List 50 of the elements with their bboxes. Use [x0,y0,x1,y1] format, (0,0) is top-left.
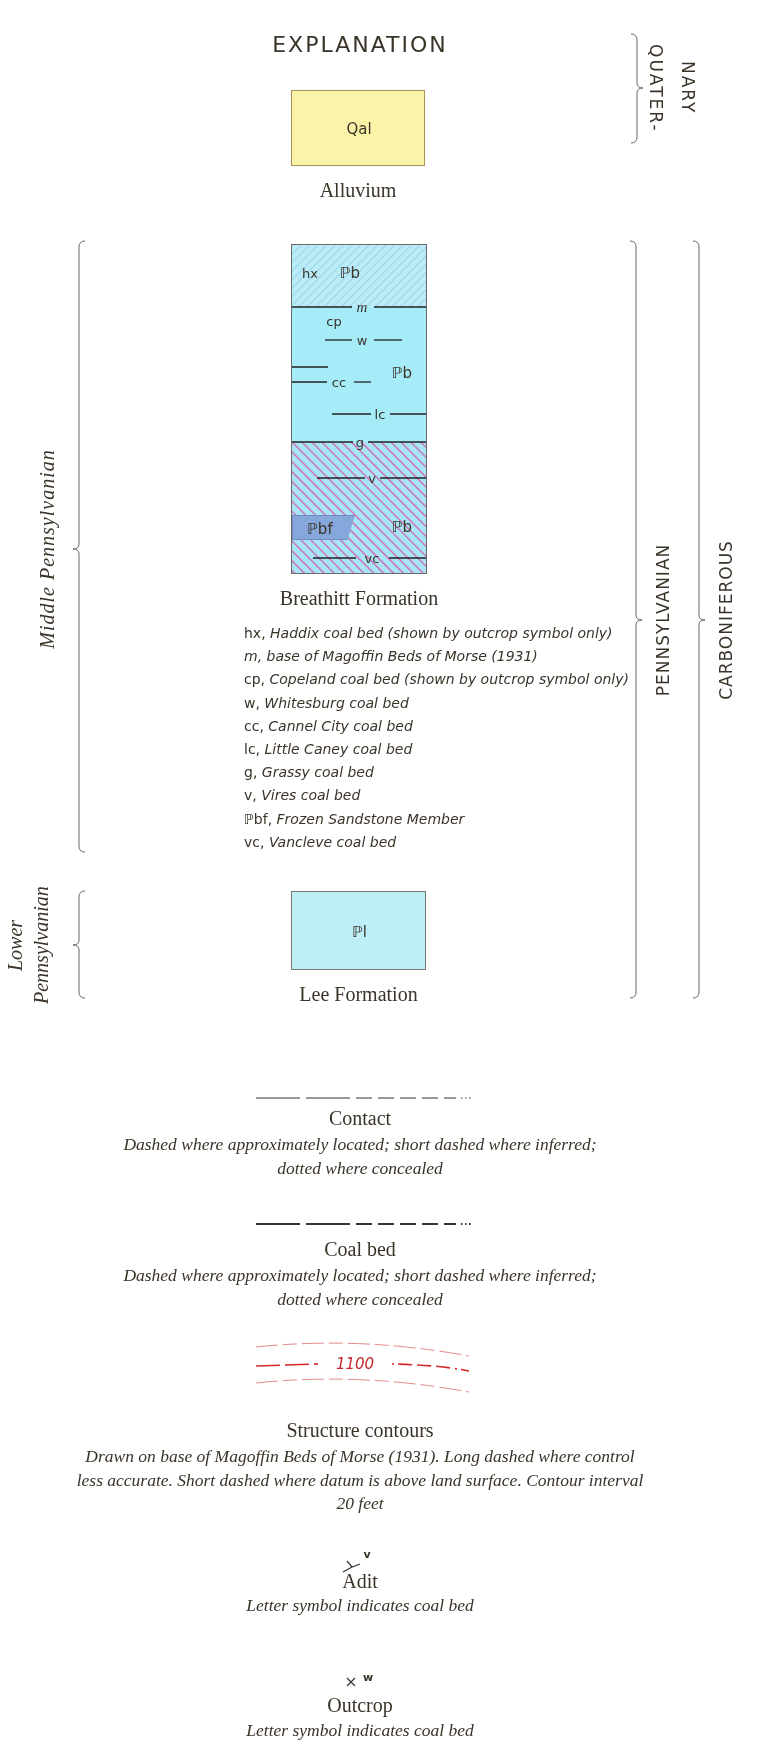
unit-name: Lee Formation [299,982,418,1006]
contour-value: 1100 [335,1355,375,1373]
map-symbol: v [368,471,376,485]
map-symbol: hx [302,266,318,280]
map-symbol: g [355,435,365,449]
bed-letter: w [362,1670,374,1684]
unit-description: cp, Copeland coal bed (shown by outcrop symbol only) [244,671,629,688]
map-unit-box [292,515,355,540]
symbol-name: Coal bed [324,1237,396,1261]
symbol-name: Structure contours [286,1418,434,1442]
period-label: CARBONIFEROUS [716,540,736,700]
unit-description: ℙbf, Frozen Sandstone Member [244,810,465,827]
map-symbol: ℙbf [307,521,333,536]
map-symbol: cp [326,314,342,328]
symbol-description: Letter symbol indicates coal bed [245,1594,475,1618]
symbol-description: Dashed where approximately located; short dashed where inferred; dotted where concealed [122,1264,598,1311]
period-label: PENNSYLVANIAN [653,543,673,697]
legend-title: EXPLANATION [272,31,448,57]
unit-name: Alluvium [319,178,397,202]
map-symbol: cc [331,375,347,389]
symbol-description: Letter symbol indicates coal bed [245,1719,475,1743]
symbol-name: Outcrop [327,1693,393,1717]
map-symbol: ℙb [392,365,412,381]
map-symbol: ℙb [392,519,412,535]
map-symbol: ℙb [340,265,360,281]
unit-description: cc, Cannel City coal bed [244,717,413,734]
symbol-description: Drawn on base of Magoffin Beds of Morse (1931). Long dashed where control less accurate. Short dashed where datum is above land surface. Contour interval 20 feet [75,1444,645,1515]
unit-description: hx, Haddix coal bed (shown by outcrop symbol only) [244,625,613,641]
map-unit-column [291,244,427,574]
map-unit-box [291,90,425,166]
bed-letter: v [363,1547,371,1561]
unit-description: vc, Vancleve coal bed [244,833,397,850]
map-symbol: lc [374,407,386,421]
map-symbol: w [356,333,368,347]
map-symbol: m [356,299,368,315]
unit-description: w, Whitesburg coal bed [244,694,409,711]
unit-name: Breathitt Formation [279,586,439,610]
map-symbol: Qal [346,121,372,137]
epoch-label: Lower Pennsylvanian [3,886,54,1004]
period-label: QUATER- NARY [645,42,700,135]
symbol-description: Dashed where approximately located; short dashed where inferred; dotted where concealed [122,1133,598,1180]
unit-description: v, Vires coal bed [244,787,361,804]
unit-description: g, Grassy coal bed [244,764,374,781]
map-symbol: ℙl [352,924,367,939]
epoch-label: Middle Pennsylvanian [35,449,59,649]
symbol-name: Adit [342,1569,378,1593]
unit-description: lc, Little Caney coal bed [244,741,413,757]
symbol-name: Contact [328,1106,392,1130]
map-unit-box [291,891,426,970]
unit-description: m, base of Magoffin Beds of Morse (1931) [244,648,538,665]
